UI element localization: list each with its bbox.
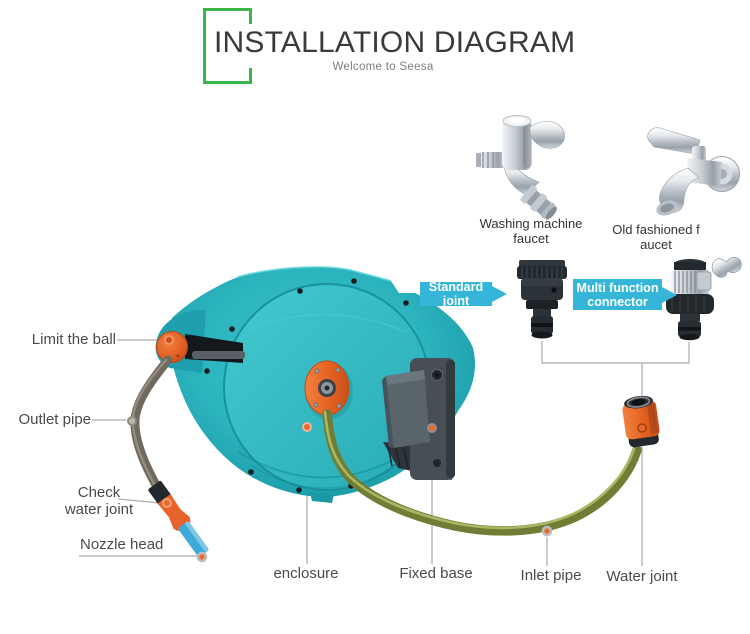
old-fashioned-faucet-caption: Old fashioned f aucet (608, 222, 704, 252)
callout-label-line: connector (587, 294, 648, 309)
label-line: Check (77, 484, 121, 501)
marker-dot-enclosure (302, 422, 312, 432)
faucet-ridged-tip (520, 185, 557, 220)
brand-badge (203, 8, 252, 84)
label-enclosure: enclosure (273, 565, 339, 582)
label-inlet-pipe: Inlet pipe (520, 567, 582, 584)
old-fashioned-faucet (647, 127, 740, 216)
callout-standard-joint: Standard joint (420, 280, 492, 308)
page-title: INSTALLATION DIAGRAM (214, 26, 576, 59)
multi-function-connector (666, 256, 742, 341)
caption-line: Washing machine (479, 216, 583, 231)
faucet-lever-handle (529, 121, 565, 149)
outlet-hose (130, 355, 173, 497)
inlet-hose (322, 409, 642, 536)
connector-bracket-line (541, 341, 690, 364)
marker-dot-check-joint (162, 498, 172, 508)
hose-guide-tab (310, 492, 334, 503)
marker-dot-inlet-pipe (541, 525, 553, 537)
marker-dot-nozzle (196, 551, 208, 563)
callout-multi-function-connector: Multi function connector (573, 279, 662, 310)
marker-dot-water-joint (637, 423, 647, 433)
standard-joint-connector (517, 260, 567, 339)
callout-label-line: Multi function (576, 280, 659, 295)
label-nozzle-head: Nozzle head (80, 536, 164, 553)
caption-line: aucet (640, 237, 672, 252)
washing-machine-faucet (476, 115, 565, 220)
label-water-joint: Water joint (606, 568, 678, 585)
bracket-arm (386, 370, 430, 448)
washing-machine-faucet-caption: Washing machine faucet (478, 216, 584, 246)
label-fixed-base: Fixed base (399, 565, 473, 582)
wall-bracket (382, 358, 455, 480)
nozzle-head-tip (178, 521, 209, 557)
marker-dot-fixed-base (427, 423, 437, 433)
outlet-rod (192, 351, 245, 359)
label-check-water-joint: Check water joint (53, 484, 145, 518)
label-limit-the-ball: Limit the ball (31, 331, 116, 348)
reel-hub (304, 360, 353, 420)
water-joint (622, 395, 660, 448)
label-outlet-pipe: Outlet pipe (18, 411, 91, 428)
marker-dot-limit-ball (164, 335, 174, 345)
caption-line: Old fashioned f (612, 222, 700, 237)
marker-dots (127, 335, 647, 563)
marker-dot-outlet-pipe (127, 416, 137, 426)
callout-label: Standard joint (428, 280, 484, 308)
label-line: water joint (64, 501, 134, 518)
page-subtitle: Welcome to Seesa (332, 61, 434, 73)
check-joint-label-line (117, 498, 161, 504)
caption-line: faucet (513, 231, 549, 246)
wing-key (711, 256, 742, 278)
